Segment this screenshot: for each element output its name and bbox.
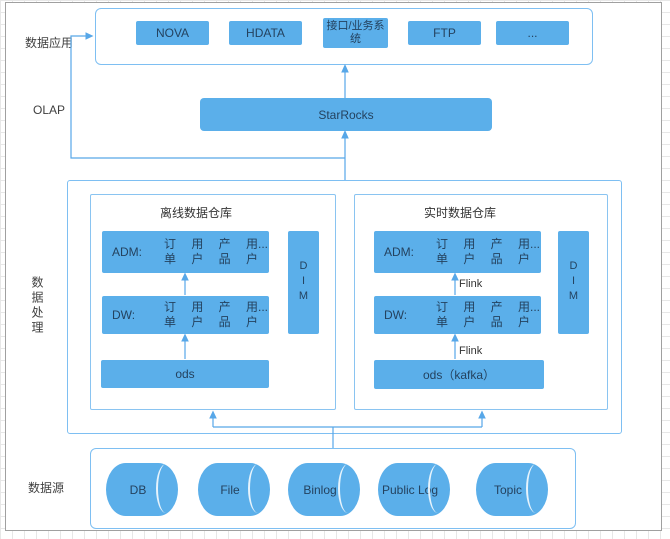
realtime-dim-label: DIM [567,260,580,305]
application-layer-box[interactable]: NOVA HDATA 接口/业务系统 FTP ... [95,8,593,65]
label-data-processing: 数据处理 [30,276,44,336]
cylinder-binlog[interactable]: Binlog [288,463,360,516]
realtime-adm-domains-line2: 单 户 品 户 [436,252,531,266]
offline-dim-block[interactable]: DIM [288,231,319,334]
cylinder-db[interactable]: DB [106,463,178,516]
cylinder-binlog-label: Binlog [303,482,337,497]
offline-adm-domains-line1: 订 用 产 用... [164,237,269,251]
realtime-dw-domains-line2: 单 户 品 户 [436,315,531,329]
realtime-dw-block[interactable]: DW: 订 用 产 用... 单 户 品 户 [374,296,541,334]
realtime-adm-domains: 订 用 产 用... 单 户 品 户 [436,237,540,267]
app-block-interface-business-system[interactable]: 接口/业务系统 [323,18,388,48]
app-block-ftp[interactable]: FTP [408,21,481,45]
offline-warehouse-box[interactable]: 离线数据仓库 ADM: 订 用 产 用... 单 户 品 户 DW: 订 用 产… [90,194,336,410]
offline-ods-block[interactable]: ods [101,360,269,388]
offline-dw-block[interactable]: DW: 订 用 产 用... 单 户 品 户 [102,296,269,334]
offline-dw-domains-line2: 单 户 品 户 [164,315,259,329]
realtime-adm-block[interactable]: ADM: 订 用 产 用... 单 户 品 户 [374,231,541,273]
realtime-dim-block[interactable]: DIM [558,231,589,334]
cylinder-file-label: File [220,482,240,497]
starrocks-box[interactable]: StarRocks [200,98,492,131]
app-block-nova[interactable]: NOVA [136,21,209,45]
cylinder-publiclog[interactable]: Public Log [378,463,450,516]
offline-dw-label: DW: [112,308,136,322]
realtime-dw-label: DW: [384,308,408,322]
realtime-adm-label: ADM: [384,245,414,259]
flink-label-lower: Flink [459,345,483,357]
realtime-adm-domains-line1: 订 用 产 用... [436,237,541,251]
offline-dw-domains: 订 用 产 用... 单 户 品 户 [164,300,268,330]
cylinder-file[interactable]: File [198,463,270,516]
cylinder-topic-label: Topic [493,482,522,497]
app-block-more[interactable]: ... [496,21,569,45]
realtime-ods-kafka-block[interactable]: ods（kafka） [374,360,544,389]
offline-adm-block[interactable]: ADM: 订 用 产 用... 单 户 品 户 [102,231,269,273]
label-olap: OLAP [33,103,66,117]
app-block-hdata[interactable]: HDATA [229,21,302,45]
offline-adm-domains: 订 用 产 用... 单 户 品 户 [164,237,268,267]
realtime-warehouse-title: 实时数据仓库 [423,206,496,220]
label-data-source: 数据源 [28,481,65,495]
realtime-dw-domains-line1: 订 用 产 用... [436,300,541,314]
offline-adm-label: ADM: [112,245,142,259]
offline-dim-label: DIM [297,260,310,305]
offline-dw-domains-line1: 订 用 产 用... [164,300,269,314]
realtime-warehouse-box[interactable]: 实时数据仓库 ADM: 订 用 产 用... 单 户 品 户 Flink DW:… [354,194,608,410]
offline-adm-domains-line2: 单 户 品 户 [164,252,259,266]
offline-warehouse-title: 离线数据仓库 [159,206,232,220]
source-layer-box[interactable]: DB File Binlog Public Log Topic [90,448,576,529]
label-data-application: 数据应用 [25,36,74,50]
realtime-dw-domains: 订 用 产 用... 单 户 品 户 [436,300,540,330]
cylinder-publiclog-label: Public Log [381,482,439,497]
cylinder-db-label: DB [129,482,147,497]
flink-label-upper: Flink [459,278,483,290]
cylinder-topic[interactable]: Topic [476,463,548,516]
